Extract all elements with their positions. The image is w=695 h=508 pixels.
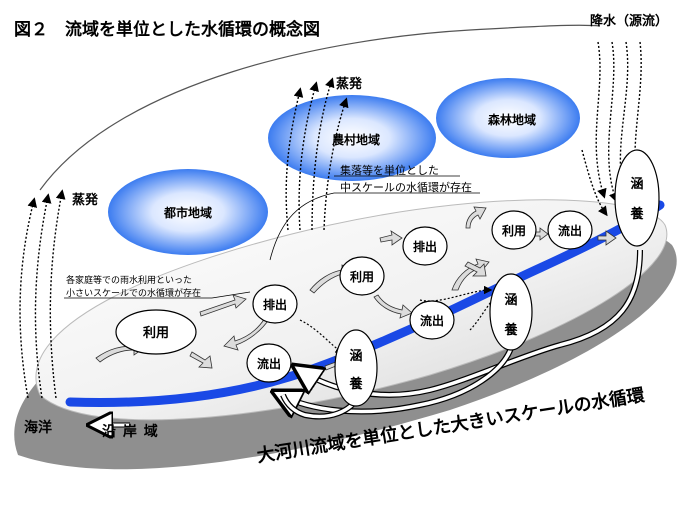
forest-label: 森林地域 <box>488 112 536 127</box>
runoff-left-node <box>246 343 292 383</box>
basin-surface <box>35 199 668 421</box>
small-scale-note-line-2: 小さいスケールでの水循環が存在 <box>66 287 201 299</box>
recharge-right-label-1: 涵 <box>504 293 517 308</box>
evaporation-left-label: 蒸発 <box>72 192 99 208</box>
rural-region <box>268 95 436 181</box>
recharge-right-label-2: 養 <box>503 322 517 338</box>
medium-scale-note-line-2: 中スケールの水循環が存在 <box>340 180 472 194</box>
runoff-left-label: 流出 <box>257 356 281 371</box>
coastal-label: 沿 岸 域 <box>102 423 159 440</box>
small-scale-note-line-1: 各家庭等での雨水利用といった <box>66 274 192 286</box>
use-mid-node <box>339 256 385 296</box>
medium-scale-note-line-1: 集落等を単位とした <box>340 163 439 177</box>
use-large-label: 利用 <box>143 325 169 341</box>
use-mid-label: 利用 <box>350 269 374 284</box>
page-title: 図２ 流域を単位とした水循環の概念図 <box>14 19 320 40</box>
atmosphere-arc <box>39 24 601 191</box>
evaporation-left-arrows <box>19 189 66 399</box>
use-upper-label: 利用 <box>502 223 526 238</box>
urban-label: 都市地域 <box>163 205 212 220</box>
recharge-top-label-2: 養 <box>629 206 643 222</box>
note-lines <box>64 175 480 299</box>
runoff-upper-label: 流出 <box>558 223 582 238</box>
rural-label: 農村地域 <box>332 132 380 147</box>
use-upper-node <box>491 210 537 250</box>
runoff-mid-label: 流出 <box>420 313 444 328</box>
river <box>65 200 665 408</box>
evaporation-top-label: 蒸発 <box>336 76 363 92</box>
evaporation-top-arrows <box>285 77 349 231</box>
runoff-mid-node <box>409 300 455 340</box>
recharge-top-label-1: 涵 <box>630 177 643 192</box>
recharge-mid-label-2: 養 <box>348 376 362 392</box>
runoff-upper-node <box>547 210 593 250</box>
recharge-top-node <box>614 149 660 247</box>
recharge-mid-node <box>334 329 378 407</box>
urban-region <box>108 169 268 255</box>
discharge-mid-label: 排出 <box>413 239 437 254</box>
discharge-left-label: 排出 <box>263 297 287 312</box>
use-large-node <box>115 309 197 355</box>
forest-region <box>436 78 580 158</box>
discharge-left-node <box>252 284 298 324</box>
ocean-label: 海洋 <box>24 419 52 436</box>
recharge-mid-label-1: 涵 <box>349 349 362 364</box>
precipitation-label: 降水（源流） <box>590 13 668 29</box>
recharge-right-node <box>489 273 533 351</box>
discharge-mid-node <box>402 226 448 266</box>
